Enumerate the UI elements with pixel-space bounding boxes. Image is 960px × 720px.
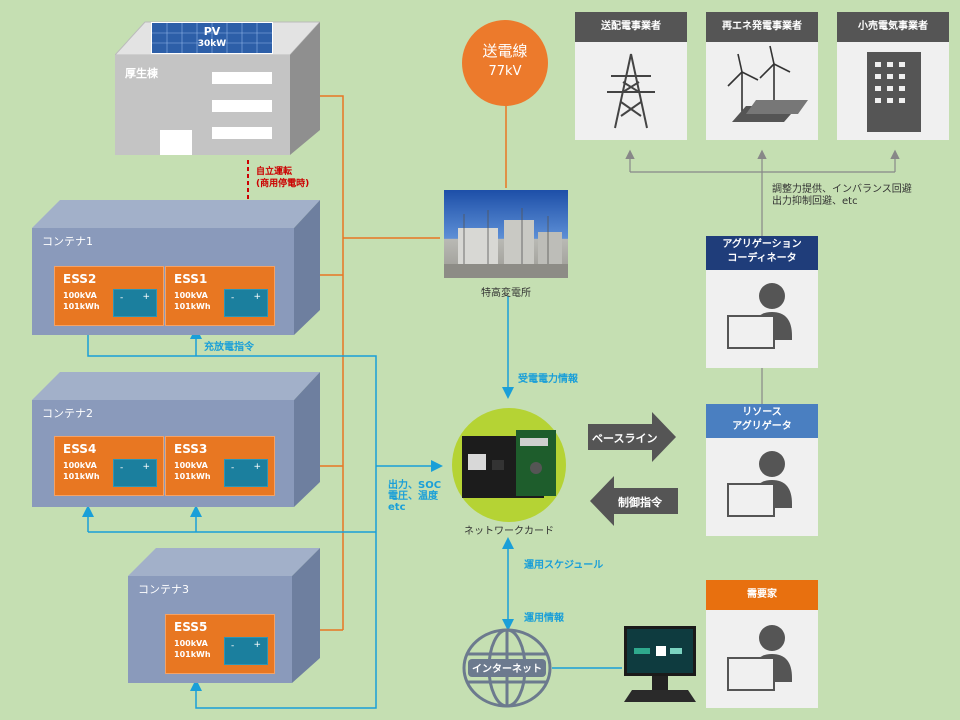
battery-icon: -+ xyxy=(224,459,268,487)
islanding-label: 自立運転 (商用停電時) xyxy=(256,166,309,190)
received-power-info-label: 受電電力情報 xyxy=(518,374,578,385)
resource-aggregator-header: リソース アグリゲータ xyxy=(706,404,818,438)
ess-unit-ess4: ESS4 100kVA 101kWh -+ xyxy=(54,436,164,496)
office-building-icon xyxy=(867,52,921,132)
monitor-icon xyxy=(622,626,698,704)
tso-operator-label: 送配電事業者 xyxy=(575,12,687,42)
ess-power: 100kVA xyxy=(174,639,208,648)
ess-power: 100kVA xyxy=(174,291,208,300)
consumer-label: 需要家 xyxy=(706,580,818,610)
transmission-tower-icon xyxy=(607,53,655,129)
ess-unit-ess5: ESS5 100kVA 101kWh -+ xyxy=(165,614,275,674)
ess-spec: 100kVA 101kWh xyxy=(63,460,100,482)
pv-grid xyxy=(152,23,272,53)
network-card-circle xyxy=(452,408,566,522)
retail-operator-card: 小売電気事業者 xyxy=(837,12,949,140)
services-line1: 調整力提供、インバランス回避 xyxy=(772,184,912,195)
ess-energy: 101kWh xyxy=(174,302,211,311)
telemetry-line2: 電圧、温度 xyxy=(388,491,438,502)
retail-operator-label: 小売電気事業者 xyxy=(837,12,949,42)
left-arrow-icon xyxy=(590,476,678,526)
network-card-label: ネットワークカード xyxy=(464,526,554,537)
transmission-label: 送電線 xyxy=(482,42,528,60)
ess-power: 100kVA xyxy=(174,461,208,470)
container-2-label: コンテナ2 xyxy=(42,407,93,420)
control-command-arrow: 制御指令 xyxy=(590,476,678,526)
building-label: 厚生棟 xyxy=(125,67,158,80)
ess-energy: 101kWh xyxy=(174,650,211,659)
ess-energy: 101kWh xyxy=(63,472,100,481)
battery-icon: -+ xyxy=(113,459,157,487)
telemetry-line1: 出力、SOC xyxy=(388,480,442,491)
ess-name: ESS3 xyxy=(174,442,208,456)
substation-label: 特高変電所 xyxy=(481,288,531,299)
ess-power: 100kVA xyxy=(63,461,97,470)
schedule-label: 運用スケジュール xyxy=(524,560,604,571)
person-computer-icon xyxy=(727,625,792,691)
aggregation-coordinator-card: アグリゲーション コーディネータ xyxy=(706,236,818,368)
battery-icon: -+ xyxy=(113,289,157,317)
person-computer-icon xyxy=(727,283,792,349)
telemetry-line3: etc xyxy=(388,502,406,513)
resource-aggregator-line1: リソース xyxy=(742,407,782,418)
internet-label: インターネット xyxy=(472,664,542,675)
islanding-line1: 自立運転 xyxy=(256,167,293,177)
tso-operator-card: 送配電事業者 xyxy=(575,12,687,140)
ess-energy: 101kWh xyxy=(174,472,211,481)
ess-unit-ess1: ESS1 100kVA 101kWh -+ xyxy=(165,266,275,326)
container-3-label: コンテナ3 xyxy=(138,583,189,596)
ess-spec: 100kVA 101kWh xyxy=(63,290,100,312)
monitor-shape xyxy=(624,626,696,702)
consumer-card: 需要家 xyxy=(706,580,818,708)
services-line2: 出力抑制回避、etc xyxy=(772,196,858,207)
renewable-operator-label: 再エネ発電事業者 xyxy=(706,12,818,42)
control-command-label: 制御指令 xyxy=(618,496,662,509)
baseline-arrow: ベースライン xyxy=(588,412,676,462)
transmission-voltage: 77kV xyxy=(488,64,522,79)
renewable-operator-card: 再エネ発電事業者 xyxy=(706,12,818,140)
globe-icon xyxy=(462,628,552,708)
battery-icon: -+ xyxy=(224,637,268,665)
islanding-line2: (商用停電時) xyxy=(256,179,310,189)
ess-unit-ess3: ESS3 100kVA 101kWh -+ xyxy=(165,436,275,496)
aggregation-lines xyxy=(625,149,900,404)
welfare-building: PV 30kW 厚生棟 xyxy=(113,20,322,155)
ess-spec: 100kVA 101kWh xyxy=(174,638,211,660)
ess-spec: 100kVA 101kWh xyxy=(174,460,211,482)
battery-icon: -+ xyxy=(224,289,268,317)
substation-photo xyxy=(444,190,568,278)
pv-capacity: 30kW xyxy=(197,39,227,49)
transmission-line-circle: 送電線 77kV xyxy=(462,20,548,106)
network-card-icon xyxy=(462,430,556,498)
aggregation-coordinator-line1: アグリゲーション xyxy=(722,239,802,250)
telemetry-label: 出力、SOC 電圧、温度 etc xyxy=(388,480,441,513)
resource-aggregator-card: リソース アグリゲータ xyxy=(706,404,818,536)
services-label: 調整力提供、インバランス回避 出力抑制回避、etc xyxy=(772,184,912,208)
baseline-label: ベースライン xyxy=(592,432,658,445)
ess-name: ESS1 xyxy=(174,272,208,286)
ess-name: ESS2 xyxy=(63,272,97,286)
aggregation-coordinator-header: アグリゲーション コーディネータ xyxy=(706,236,818,270)
ess-name: ESS4 xyxy=(63,442,97,456)
ess-energy: 101kWh xyxy=(63,302,100,311)
wind-solar-icon xyxy=(727,45,808,122)
ess-unit-ess2: ESS2 100kVA 101kWh -+ xyxy=(54,266,164,326)
pv-panel: PV 30kW xyxy=(151,22,273,54)
internet-globe: インターネット xyxy=(462,628,552,708)
pv-label: PV xyxy=(203,25,221,38)
ess-power: 100kVA xyxy=(63,291,97,300)
ess-name: ESS5 xyxy=(174,620,208,634)
power-lines xyxy=(308,95,440,631)
aggregation-coordinator-line2: コーディネータ xyxy=(727,253,797,264)
control-lines xyxy=(82,296,622,709)
substation-structure xyxy=(444,208,568,278)
ess-spec: 100kVA 101kWh xyxy=(174,290,211,312)
person-computer-icon xyxy=(727,451,792,517)
right-arrow-icon xyxy=(588,412,676,462)
operation-info-label: 運用情報 xyxy=(524,613,564,624)
resource-aggregator-line2: アグリゲータ xyxy=(732,421,792,432)
container-1-label: コンテナ1 xyxy=(42,235,93,248)
charge-command-label: 充放電指令 xyxy=(204,342,254,353)
